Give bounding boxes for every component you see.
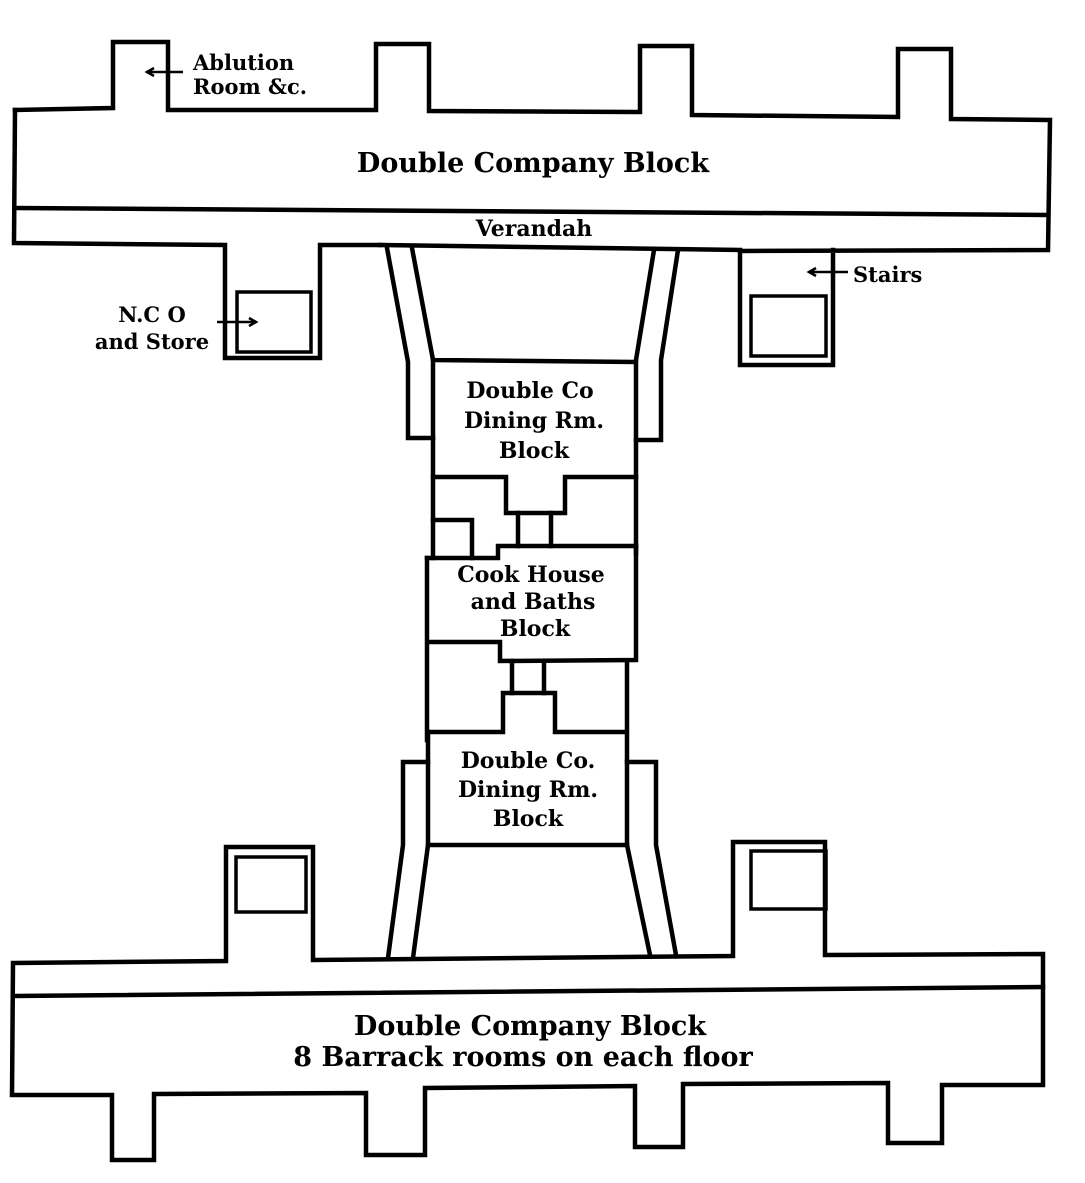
top-verandah-line <box>12 205 1051 218</box>
ablution-label-2: Room &c. <box>193 74 307 99</box>
top-dining-label-1: Double Co <box>466 378 593 404</box>
stairs-arrow <box>806 266 848 278</box>
verandah-label: Verandah <box>475 216 593 242</box>
cook-house-label-3: Block <box>500 616 571 642</box>
bottom-passage-left <box>385 759 431 961</box>
top-passage-right-inner <box>633 247 657 363</box>
bottom-left-stair-room <box>234 855 308 914</box>
cook-house-block <box>424 543 639 743</box>
stairs-room-top-right <box>749 294 828 358</box>
top-passage-left <box>384 245 436 441</box>
connector-top-posts <box>515 510 554 549</box>
connector-top-small-room <box>430 517 475 561</box>
bottom-dining-label-2: Dining Rm. <box>458 777 598 803</box>
ablution-arrow <box>144 66 183 78</box>
top-dining-label-3: Block <box>499 438 570 464</box>
top-passage-left-inner <box>409 245 436 363</box>
top-company-block-outline <box>12 39 1053 368</box>
bottom-block-label-1: Double Company Block <box>354 1011 707 1042</box>
bottom-verandah-line <box>11 984 1046 999</box>
top-dining-block <box>430 357 639 561</box>
bottom-dining-label-3: Block <box>493 806 564 832</box>
bottom-company-block-outline <box>9 839 1046 1163</box>
top-dining-block-bottom <box>430 474 639 516</box>
connector-bottom-posts <box>509 658 547 696</box>
nco-label-2: and Store <box>95 329 209 354</box>
stairs-label: Stairs <box>853 262 922 287</box>
nco-label-1: N.C O <box>118 302 185 327</box>
cook-house-label-2: and Baths <box>471 589 596 615</box>
bottom-passage-right <box>624 759 679 958</box>
bottom-passage-right-inner <box>624 842 653 958</box>
ablution-label-1: Ablution <box>192 50 294 75</box>
top-dining-label-2: Dining Rm. <box>464 408 604 434</box>
bottom-dining-label-1: Double Co. <box>461 748 596 774</box>
top-block-label: Double Company Block <box>357 148 710 179</box>
bottom-block-label-2: 8 Barrack rooms on each floor <box>293 1042 753 1073</box>
nco-arrow <box>217 316 259 328</box>
bottom-passage-left-inner <box>410 842 431 961</box>
bottom-right-stair-room <box>749 849 828 911</box>
top-block-bottom-mid <box>377 242 743 253</box>
top-block-bottom-left <box>11 107 383 361</box>
cook-block-top-edge <box>424 543 639 561</box>
connector-bottom <box>425 658 630 848</box>
top-passage-right <box>633 247 681 443</box>
cook-house-label-1: Cook House <box>457 562 605 588</box>
